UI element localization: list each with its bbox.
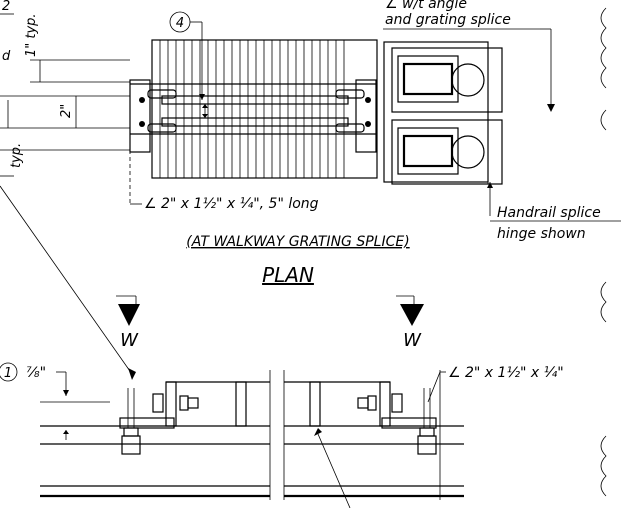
plan-subtitle: (AT WALKWAY GRATING SPLICE) bbox=[186, 234, 409, 250]
section-view-right bbox=[283, 370, 464, 508]
top-note-line1: ∠ w/t angle bbox=[385, 0, 467, 12]
section-angle-label: ∠ 2" x 1½" x ¼" bbox=[427, 365, 564, 403]
section-dim-label: ⅞" bbox=[26, 365, 46, 381]
grating-bars bbox=[159, 40, 345, 178]
revision-cloud bbox=[600, 7, 607, 497]
left-dim-d: d bbox=[2, 49, 11, 64]
section-marker-right: W bbox=[396, 295, 424, 351]
top-note-line2: and grating splice bbox=[385, 12, 511, 28]
section-arrow-icon bbox=[118, 304, 140, 326]
left-dim-2: 2" bbox=[59, 104, 74, 118]
callout-circle-icon bbox=[0, 362, 18, 382]
bolt-icon bbox=[365, 97, 371, 103]
section-angle-text: ∠ 2" x 1½" x ¼" bbox=[448, 365, 564, 381]
callout-1-number: 1 bbox=[4, 366, 12, 381]
top-note: ∠ w/t angle and grating splice bbox=[383, 0, 555, 112]
handrail-note: Handrail splice hinge shown bbox=[487, 182, 621, 242]
plan-angle-label: ∠ 2" x 1½" x ¼", 5" long bbox=[129, 150, 319, 212]
plan-angle-text: ∠ 2" x 1½" x ¼", 5" long bbox=[144, 196, 319, 212]
section-marker-left: W bbox=[116, 295, 140, 351]
walkway-grating-plan bbox=[129, 39, 378, 179]
callout-4-number: 4 bbox=[176, 16, 184, 31]
callout-4: 4 bbox=[169, 11, 205, 100]
nut-icon bbox=[391, 393, 403, 413]
section-view-left: 1 ⅞" bbox=[0, 362, 271, 500]
section-arrow-icon bbox=[400, 304, 424, 326]
plan-title: PLAN bbox=[262, 263, 314, 287]
bolt-icon bbox=[139, 121, 145, 127]
svg-text:2: 2 bbox=[2, 0, 10, 14]
plan-titles: (AT WALKWAY GRATING SPLICE) PLAN bbox=[186, 234, 409, 287]
handrail-hinges bbox=[383, 41, 503, 185]
section-mark-right: W bbox=[403, 330, 422, 351]
handrail-note-line2: hinge shown bbox=[497, 226, 586, 242]
left-dim-typ-top: 1" typ. bbox=[24, 13, 39, 57]
bolt-icon bbox=[139, 97, 145, 103]
nut-icon bbox=[152, 393, 164, 413]
section-mark-left: W bbox=[120, 330, 139, 351]
handrail-note-line1: Handrail splice bbox=[497, 205, 601, 221]
left-dim-typ-bottom: typ. bbox=[9, 143, 24, 168]
left-dimensions: 2 d 1" typ. 2" typ. bbox=[0, 0, 130, 177]
bolt-icon bbox=[365, 121, 371, 127]
